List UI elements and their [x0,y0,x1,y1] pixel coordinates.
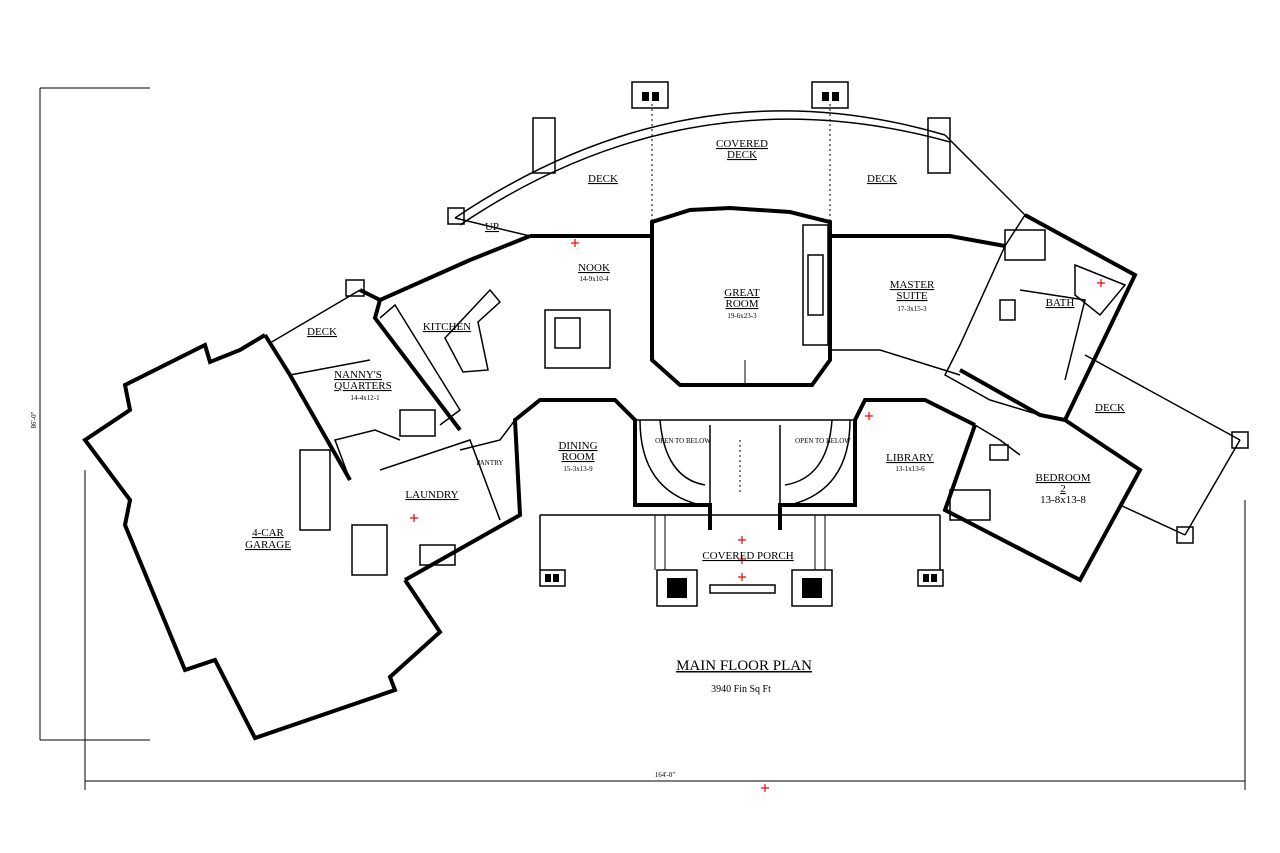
stair-up-label: UP [485,221,499,233]
open-to-below-left: OPEN TO BELOW [655,437,711,445]
pantry-label: PANTRY [477,459,504,467]
nannys-quarters-size: 14-4x12-1 [350,394,380,402]
master-suite-label-2: SUITE [896,290,927,302]
nook-label: NOOK [578,262,610,274]
covered-porch-label: COVERED PORCH [702,550,793,562]
covered-deck-label-2: DECK [727,149,757,161]
deck-right-label: DECK [867,173,897,185]
laundry-label: LAUNDRY [405,489,458,501]
great-room-label-2: ROOM [725,298,758,310]
exterior-walls [82,205,1143,741]
reference-marks [410,239,1105,792]
bedroom-label-1: BEDROOM [1035,472,1090,484]
nook-size: 14-9x10-4 [579,275,609,283]
interior-walls [269,214,1086,521]
dining-room-label-1: DINING [558,440,597,452]
rear-deck-outline [345,81,1026,297]
dimension-lines [39,87,1246,790]
master-suite-size: 17-3x15-3 [897,305,927,313]
dining-room-label-2: ROOM [561,451,594,463]
library-size: 13-1x13-6 [895,465,925,473]
plan-square-footage: 3940 Fin Sq Ft [711,684,771,695]
open-to-below-right: OPEN TO BELOW [795,437,851,445]
covered-porch-outline [539,514,944,607]
kitchen-fixtures [379,288,611,566]
bedroom-label-2: 2 [1060,483,1066,495]
great-room-size: 19-6x23-3 [727,312,757,320]
plan-title: MAIN FLOOR PLAN [676,658,812,674]
bedroom-size: 13-8x13-8 [1040,494,1086,506]
stairs-and-bays [299,360,851,576]
overall-depth-dimension: 86'-0" [30,411,38,428]
great-room-label-1: GREAT [724,287,760,299]
covered-deck-label-1: COVERED [716,138,768,150]
deck-east-label: DECK [1095,402,1125,414]
library-label: LIBRARY [886,452,934,464]
dining-room-size: 15-3x13-9 [563,465,593,473]
side-deck-outline [1084,354,1249,544]
master-bath-fixtures [802,224,1127,521]
garage-label-2: GARAGE [245,539,291,551]
bath-label: BATH [1046,297,1075,309]
nannys-quarters-label-2: QUARTERS [334,380,391,392]
kitchen-label: KITCHEN [423,321,471,333]
deck-left-label: DECK [588,173,618,185]
nannys-quarters-label-1: NANNY'S [334,369,382,381]
garage-label-1: 4-CAR [252,527,284,539]
master-suite-label-1: MASTER [890,279,935,291]
overall-width-dimension: 164'-0" [655,771,676,779]
deck-small-label: DECK [307,326,337,338]
